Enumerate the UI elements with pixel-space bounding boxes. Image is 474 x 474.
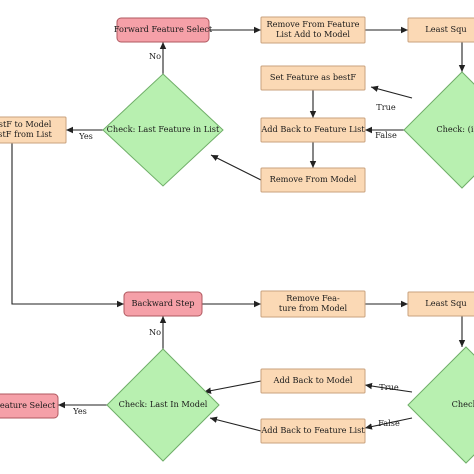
remove-from-feature-list-add-box xyxy=(260,16,366,44)
add-bestf-to-model-box xyxy=(0,116,67,144)
edge-check-b-true xyxy=(364,382,413,393)
add-back-feature-list-top-box xyxy=(260,117,366,143)
add-back-to-model-box xyxy=(260,368,366,394)
add-back-to-model-node: Add Back to Model xyxy=(260,368,366,394)
remove-feature-from-model-box xyxy=(260,290,366,318)
set-feature-bestf-label-1: Set Feature as bestF xyxy=(270,72,356,82)
forward-feature-select-node: Forward Feature Select xyxy=(114,17,213,43)
edge-label-false-bottom: False xyxy=(378,418,400,428)
edge-check-b-false xyxy=(364,417,413,430)
least-squares-top-label-1: Least Squ xyxy=(425,24,466,34)
add-back-feature-list-top-label-1: Add Back to Feature List xyxy=(260,124,365,134)
check-i-top-diamond xyxy=(403,71,474,189)
least-squares-bottom-node: Least Squ xyxy=(407,291,474,317)
edge-label-yes-bottom: Yes xyxy=(72,406,87,416)
edge-label-yes-top: Yes xyxy=(78,131,93,141)
feature-select-bottom-label-1: Feature Select xyxy=(0,400,56,410)
add-back-to-model-label-1: Add Back to Model xyxy=(273,375,353,385)
remove-feature-from-model-label-1: Remove Fea- xyxy=(286,293,340,303)
backward-step-label-1: Backward Step xyxy=(131,298,194,308)
check-i-top-label-1: Check: (i), (i xyxy=(436,124,474,134)
remove-feature-from-model-node: Remove Fea-ture from Model xyxy=(260,290,366,318)
add-back-feature-list-bottom-node: Add Back to Feature List xyxy=(260,418,366,444)
check-last-in-model-node: Check: Last In Model xyxy=(106,348,220,462)
least-squares-top-box xyxy=(407,17,474,43)
forward-feature-select-label-1: Forward Feature Select xyxy=(114,24,213,34)
edge-remove-to-check-last xyxy=(210,154,262,181)
add-back-feature-list-bottom-box xyxy=(260,418,366,444)
edge-check-top-true xyxy=(370,85,413,99)
forward-feature-select-box xyxy=(116,17,210,43)
check-last-feature-node: Check: Last Feature in List xyxy=(102,73,224,187)
edge-label-no-top: No xyxy=(149,51,161,61)
edge-label-true-bottom: True xyxy=(379,382,399,392)
remove-from-model-box xyxy=(260,167,366,193)
add-bestf-to-model-node: bestF to ModelbestF from List xyxy=(0,116,67,144)
add-back-feature-list-top-node: Add Back to Feature List xyxy=(260,117,366,143)
check-last-feature-label-1: Check: Last Feature in List xyxy=(107,124,220,134)
feature-select-bottom-node: Feature Select xyxy=(0,393,59,419)
check-last-feature-diamond xyxy=(102,73,224,187)
remove-from-model-node: Remove From Model xyxy=(260,167,366,193)
check-i-top-node: Check: (i), (i xyxy=(403,71,474,189)
remove-from-feature-list-add-label-1: Remove From Feature xyxy=(267,19,360,29)
backward-step-box xyxy=(123,291,203,317)
check-bottom-diamond xyxy=(407,346,474,464)
edge-label-no-bottom: No xyxy=(149,327,161,337)
edge-addbackmodel-to-check xyxy=(203,380,262,394)
feature-select-bottom-box xyxy=(0,393,59,419)
least-squares-top-node: Least Squ xyxy=(407,17,474,43)
remove-feature-from-model-label-2: ture from Model xyxy=(279,303,348,313)
check-bottom-label-1: Check: xyxy=(452,399,474,409)
backward-step-node: Backward Step xyxy=(123,291,203,317)
add-back-feature-list-bottom-label-1: Add Back to Feature List xyxy=(260,425,365,435)
check-last-in-model-label-1: Check: Last In Model xyxy=(119,399,208,409)
remove-from-feature-list-add-label-2: List Add to Model xyxy=(276,29,350,39)
least-squares-bottom-box xyxy=(407,291,474,317)
add-bestf-to-model-label-1: bestF to Model xyxy=(0,119,52,129)
set-feature-bestf-box xyxy=(260,65,366,91)
check-bottom-node: Check: xyxy=(407,346,474,464)
edge-addbacklist-to-check xyxy=(209,416,262,432)
check-last-in-model-diamond xyxy=(106,348,220,462)
edge-label-true-top: True xyxy=(376,102,396,112)
edge-bestf-to-backward xyxy=(11,143,124,308)
edge-label-false-top: False xyxy=(375,130,397,140)
add-bestf-to-model-label-2: bestF from List xyxy=(0,129,53,139)
least-squares-bottom-label-1: Least Squ xyxy=(425,298,466,308)
remove-from-model-label-1: Remove From Model xyxy=(270,174,357,184)
set-feature-bestf-node: Set Feature as bestF xyxy=(260,65,366,91)
